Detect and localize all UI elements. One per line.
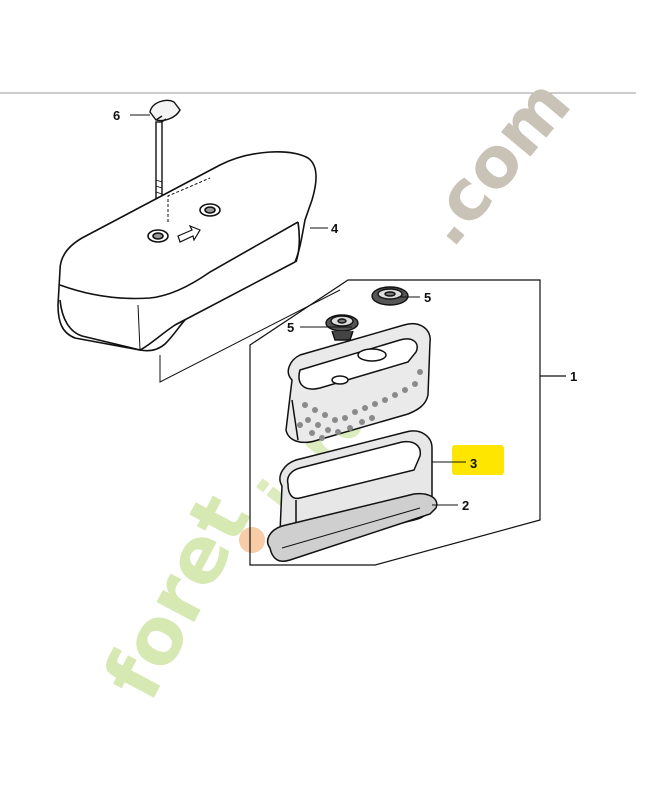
air-cleaner-cover — [57, 151, 317, 352]
watermark-orange-dot — [239, 527, 265, 553]
assembly-bracket — [159, 279, 566, 566]
callout-5-upper: 5 — [424, 290, 431, 305]
leader-lines — [130, 114, 466, 506]
callout-5-lower: 5 — [287, 320, 294, 335]
grommet-upper — [371, 286, 409, 306]
paper-filter-element — [285, 323, 431, 444]
base-gasket — [266, 492, 438, 562]
callout-2: 2 — [462, 498, 469, 513]
callout-3-highlight — [452, 445, 504, 475]
watermark-forest: foret — [87, 481, 268, 714]
perforations — [297, 369, 423, 441]
callout-6: 6 — [113, 108, 120, 123]
callout-1: 1 — [570, 369, 577, 384]
callout-3: 3 — [470, 456, 477, 471]
callout-4: 4 — [331, 221, 339, 236]
wing-bolt — [149, 99, 181, 219]
